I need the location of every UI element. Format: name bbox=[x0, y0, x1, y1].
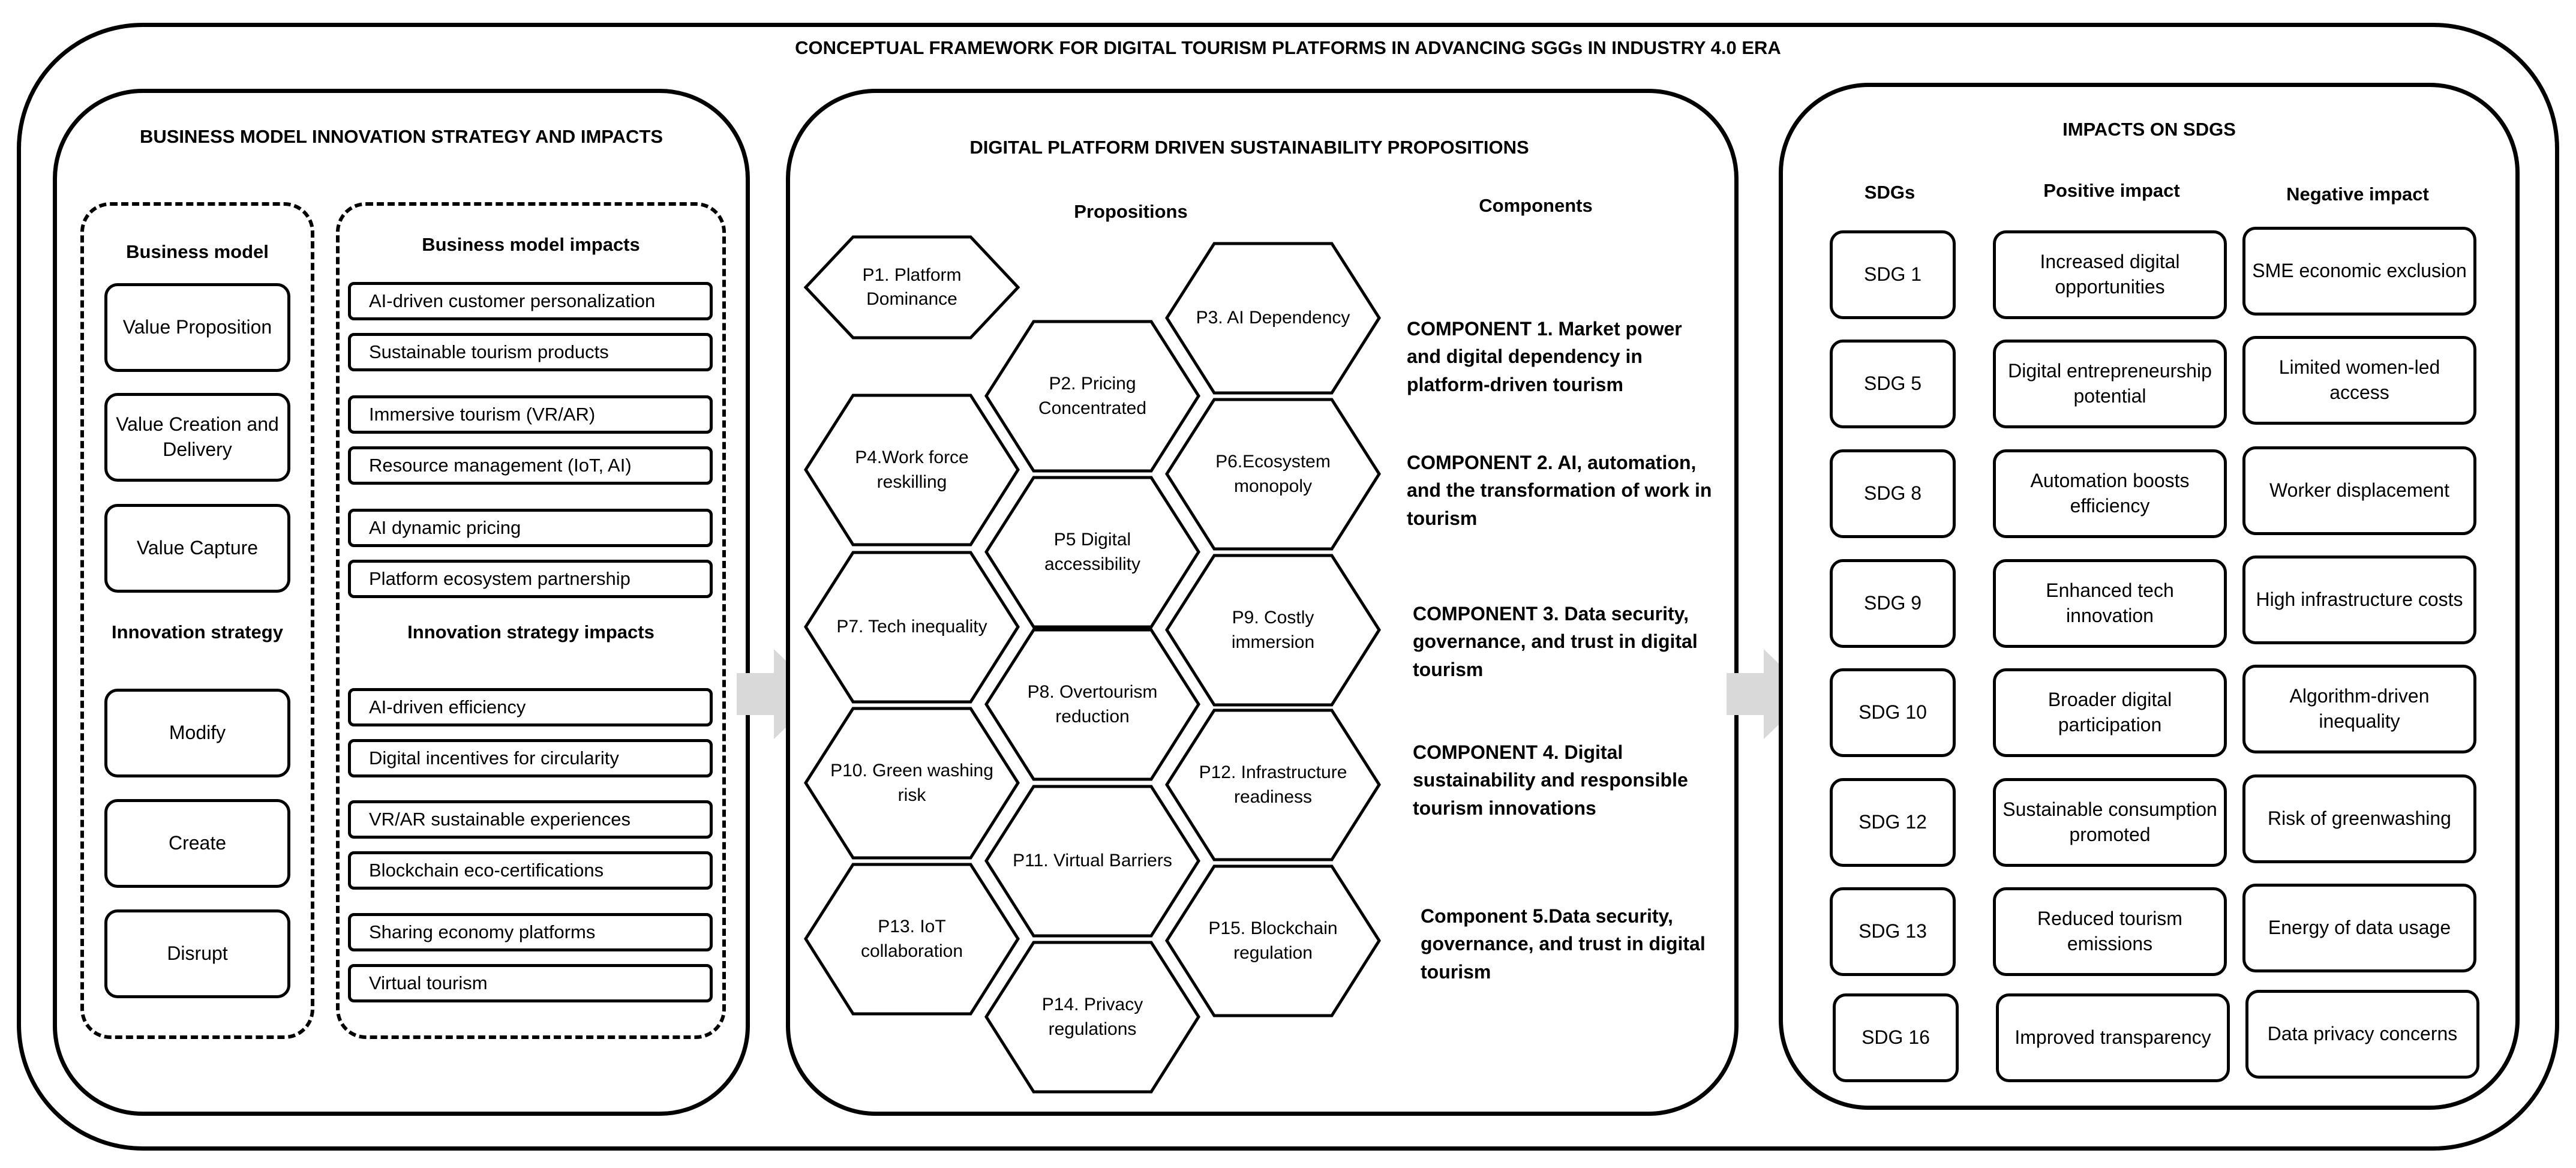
component-5: Component 5.Data security, governance, a… bbox=[1421, 905, 1706, 983]
right-panel-title: IMPACTS ON SDGS bbox=[2062, 119, 2236, 140]
bm-impact-item: AI dynamic pricing bbox=[348, 509, 713, 547]
proposition-label: P15. Blockchain regulation bbox=[1208, 918, 1338, 963]
proposition-hexagon: P13. IoT collaboration bbox=[804, 863, 1020, 1016]
proposition-hexagon: P5 Digital accessibility bbox=[984, 476, 1200, 629]
positive-impact-box: Broader digital participation bbox=[1993, 668, 2227, 757]
bm-impact-item: Sustainable tourism products bbox=[348, 333, 713, 371]
is-impact-item: Blockchain eco-certifications bbox=[348, 851, 713, 890]
proposition-hexagon: P9. Costly immersion bbox=[1165, 554, 1381, 707]
positive-impact-box: Improved transparency bbox=[1996, 993, 2230, 1082]
sdg-box: SDG 8 bbox=[1830, 449, 1956, 538]
negative-impact-column-header: Negative impact bbox=[2286, 184, 2429, 205]
value-capture-box: Value Capture bbox=[104, 504, 290, 593]
impacts-group bbox=[336, 202, 726, 1039]
negative-impact-box: Worker displacement bbox=[2242, 446, 2476, 535]
bm-impact-item: Platform ecosystem partnership bbox=[348, 560, 713, 598]
main-title: CONCEPTUAL FRAMEWORK FOR DIGITAL TOURISM… bbox=[795, 37, 1781, 58]
middle-panel-title: DIGITAL PLATFORM DRIVEN SUSTAINABILITY P… bbox=[969, 137, 1529, 158]
proposition-label: P9. Costly immersion bbox=[1231, 608, 1315, 652]
positive-impact-box: Enhanced tech innovation bbox=[1993, 559, 2227, 648]
negative-impact-box: Limited women-led access bbox=[2242, 336, 2476, 425]
proposition-label: P6.Ecosystem monopoly bbox=[1215, 452, 1331, 496]
bm-impact-item: Immersive tourism (VR/AR) bbox=[348, 395, 713, 434]
component-1: COMPONENT 1. Market power and digital de… bbox=[1407, 318, 1682, 395]
sdg-box: SDG 9 bbox=[1830, 559, 1956, 648]
sdg-box: SDG 13 bbox=[1830, 887, 1956, 976]
positive-impact-box: Automation boosts efficiency bbox=[1993, 449, 2227, 538]
component-3: COMPONENT 3. Data security, governance, … bbox=[1413, 603, 1698, 680]
proposition-hexagon: P12. Infrastructure readiness bbox=[1165, 708, 1381, 861]
proposition-hexagon: P15. Blockchain regulation bbox=[1165, 864, 1381, 1017]
proposition-label: P2. Pricing Concentrated bbox=[1038, 374, 1147, 418]
sdg-box: SDG 12 bbox=[1830, 778, 1956, 867]
bm-impact-item: Resource management (IoT, AI) bbox=[348, 446, 713, 485]
is-impact-item: Virtual tourism bbox=[348, 964, 713, 1002]
proposition-label: P12. Infrastructure readiness bbox=[1199, 762, 1347, 807]
business-model-group bbox=[80, 202, 314, 1039]
positive-impact-box: Digital entrepreneurship potential bbox=[1993, 340, 2227, 428]
proposition-hexagon: P3. AI Dependency bbox=[1165, 242, 1381, 395]
proposition-hexagon: P1. Platform Dominance bbox=[804, 235, 1020, 340]
sdgs-column-header: SDGs bbox=[1864, 182, 1916, 203]
positive-impact-box: Sustainable consumption promoted bbox=[1993, 778, 2227, 867]
innovation-strategy-impacts-header: Innovation strategy impacts bbox=[407, 621, 654, 642]
components-header: Components bbox=[1479, 195, 1593, 216]
left-panel-title: BUSINESS MODEL INNOVATION STRATEGY AND I… bbox=[139, 126, 663, 147]
is-impact-item: VR/AR sustainable experiences bbox=[348, 800, 713, 839]
business-model-impacts-header: Business model impacts bbox=[422, 234, 640, 255]
bm-impact-item: AI-driven customer personalization bbox=[348, 282, 713, 320]
negative-impact-box: SME economic exclusion bbox=[2242, 227, 2476, 316]
positive-impact-box: Increased digital opportunities bbox=[1993, 230, 2227, 319]
disrupt-box: Disrupt bbox=[104, 909, 290, 998]
proposition-label: P4.Work force reskilling bbox=[855, 448, 969, 492]
propositions-header: Propositions bbox=[1074, 201, 1188, 222]
negative-impact-box: Energy of data usage bbox=[2242, 884, 2476, 972]
positive-impact-column-header: Positive impact bbox=[2043, 180, 2180, 201]
innovation-strategy-header: Innovation strategy bbox=[112, 621, 283, 642]
positive-impact-box: Reduced tourism emissions bbox=[1993, 887, 2227, 976]
sdg-box: SDG 16 bbox=[1833, 993, 1959, 1082]
proposition-label: P14. Privacy regulations bbox=[1041, 995, 1143, 1039]
negative-impact-box: Data privacy concerns bbox=[2245, 990, 2479, 1079]
proposition-label: P5 Digital accessibility bbox=[1044, 530, 1141, 574]
proposition-hexagon: P7. Tech inequality bbox=[804, 551, 1020, 704]
component-4: COMPONENT 4. Digital sustainability and … bbox=[1413, 741, 1688, 819]
flow-arrow-icon bbox=[737, 649, 821, 739]
proposition-hexagon: P6.Ecosystem monopoly bbox=[1165, 398, 1381, 551]
proposition-label: P13. IoT collaboration bbox=[860, 917, 963, 961]
is-impact-item: Digital incentives for circularity bbox=[348, 739, 713, 777]
negative-impact-box: High infrastructure costs bbox=[2242, 556, 2476, 644]
sdg-box: SDG 1 bbox=[1830, 230, 1956, 319]
proposition-label: P11. Virtual Barriers bbox=[1013, 851, 1172, 871]
proposition-hexagon: P11. Virtual Barriers bbox=[984, 785, 1200, 938]
proposition-hexagon: P4.Work force reskilling bbox=[804, 394, 1020, 547]
proposition-label: P3. AI Dependency bbox=[1196, 308, 1350, 328]
is-impact-item: Sharing economy platforms bbox=[348, 913, 713, 951]
proposition-hexagon: P2. Pricing Concentrated bbox=[984, 320, 1200, 473]
component-2: COMPONENT 2. AI, automation, and the tra… bbox=[1407, 452, 1712, 529]
proposition-hexagon: P10. Green washing risk bbox=[804, 707, 1020, 860]
proposition-label: P7. Tech inequality bbox=[836, 617, 987, 637]
flow-arrow-icon bbox=[1727, 649, 1811, 739]
negative-impact-box: Algorithm-driven inequality bbox=[2242, 665, 2476, 753]
proposition-label: P10. Green washing risk bbox=[830, 761, 993, 805]
is-impact-item: AI-driven efficiency bbox=[348, 688, 713, 726]
sdg-box: SDG 5 bbox=[1830, 340, 1956, 428]
proposition-hexagon: P14. Privacy regulations bbox=[984, 941, 1200, 1094]
proposition-hexagon: P8. Overtourism reduction bbox=[984, 628, 1200, 781]
sdg-box: SDG 10 bbox=[1830, 668, 1956, 757]
create-box: Create bbox=[104, 799, 290, 888]
negative-impact-box: Risk of greenwashing bbox=[2242, 774, 2476, 863]
outer-frame bbox=[17, 23, 2559, 1151]
modify-box: Modify bbox=[104, 689, 290, 777]
proposition-label: P1. Platform Dominance bbox=[862, 265, 962, 310]
proposition-label: P8. Overtourism reduction bbox=[1027, 682, 1158, 726]
business-model-header: Business model bbox=[126, 241, 269, 262]
value-creation-box: Value Creation and Delivery bbox=[104, 393, 290, 482]
value-proposition-box: Value Proposition bbox=[104, 283, 290, 372]
